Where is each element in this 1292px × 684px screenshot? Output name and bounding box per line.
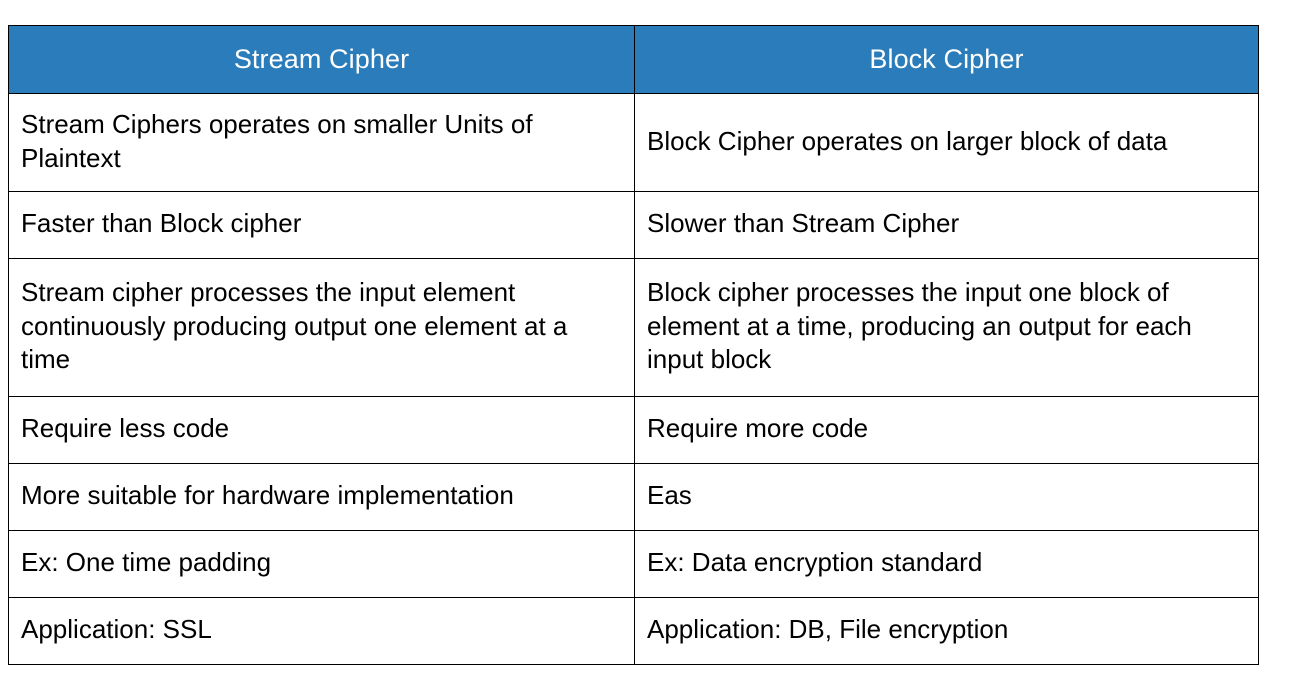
column-header-stream-cipher: Stream Cipher: [8, 25, 635, 94]
table-row: Ex: One time padding Ex: Data encryption…: [8, 530, 1259, 598]
cell-block-row-2: Slower than Stream Cipher: [634, 191, 1259, 259]
column-header-block-cipher: Block Cipher: [634, 25, 1259, 94]
cell-stream-row-1: Stream Ciphers operates on smaller Units…: [8, 93, 635, 192]
table-row: More suitable for hardware implementatio…: [8, 463, 1259, 531]
cell-stream-row-6: Ex: One time padding: [8, 530, 635, 598]
cell-block-row-3: Block cipher processes the input one blo…: [634, 258, 1259, 397]
cipher-comparison-table: Stream Cipher Block Cipher Stream Cipher…: [8, 25, 1259, 665]
cell-block-row-6: Ex: Data encryption standard: [634, 530, 1259, 598]
table-row: Application: SSL Application: DB, File e…: [8, 597, 1259, 665]
cell-stream-row-5: More suitable for hardware implementatio…: [8, 463, 635, 531]
table-body: Stream Ciphers operates on smaller Units…: [8, 93, 1259, 665]
table-row: Stream cipher processes the input elemen…: [8, 258, 1259, 397]
comparison-table-container: Stream Cipher Block Cipher Stream Cipher…: [8, 25, 1259, 665]
cell-block-row-7: Application: DB, File encryption: [634, 597, 1259, 665]
table-header: Stream Cipher Block Cipher: [8, 25, 1259, 94]
header-row: Stream Cipher Block Cipher: [8, 25, 1259, 94]
cell-stream-row-4: Require less code: [8, 396, 635, 464]
cell-block-row-4: Require more code: [634, 396, 1259, 464]
table-row: Faster than Block cipher Slower than Str…: [8, 191, 1259, 259]
cell-stream-row-2: Faster than Block cipher: [8, 191, 635, 259]
cell-stream-row-7: Application: SSL: [8, 597, 635, 665]
cell-block-row-5: Eas: [634, 463, 1259, 531]
table-row: Stream Ciphers operates on smaller Units…: [8, 93, 1259, 192]
cell-block-row-1: Block Cipher operates on larger block of…: [634, 93, 1259, 192]
table-row: Require less code Require more code: [8, 396, 1259, 464]
cell-stream-row-3: Stream cipher processes the input elemen…: [8, 258, 635, 397]
